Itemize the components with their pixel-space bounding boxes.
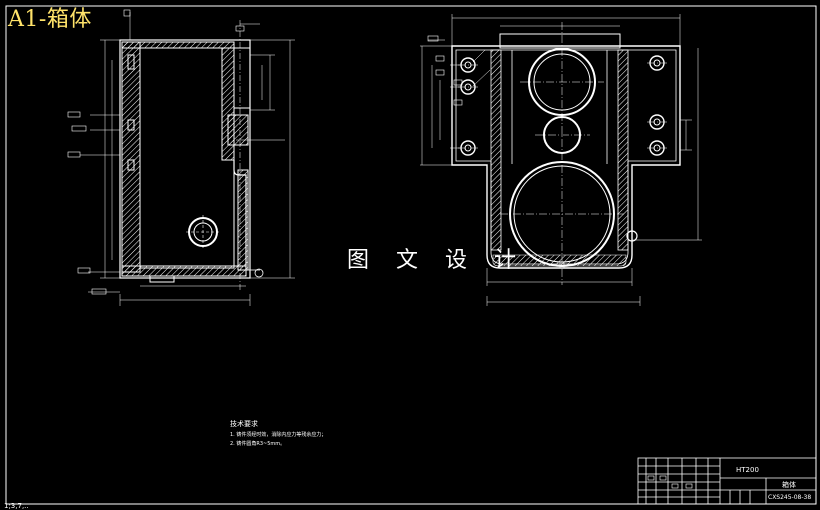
- technical-requirements-heading: 技术要求: [230, 420, 258, 428]
- left-section-view: [119, 20, 264, 290]
- drawing-border: [5, 5, 817, 505]
- right-front-view: [451, 22, 681, 285]
- watermark-text: 图 文 设 计: [347, 248, 526, 273]
- technical-requirement-item-2: 2. 铸件圆角R3~5mm。: [230, 441, 286, 447]
- title-block-material: HT200: [736, 466, 759, 474]
- title-block-drawing-number: CXS245-08-38: [768, 494, 812, 501]
- title-block: [637, 457, 817, 505]
- bottom-left-text: 1;3,7,..: [4, 502, 29, 510]
- title-block-part-name: 箱体: [782, 481, 796, 489]
- technical-requirement-item-1: 1. 铸件须经时效，消除内应力等残余应力；: [230, 432, 327, 438]
- drawing-title: A1-箱体: [8, 7, 92, 32]
- left-view-dimensions: [67, 9, 295, 306]
- right-view-dimensions: [420, 14, 702, 306]
